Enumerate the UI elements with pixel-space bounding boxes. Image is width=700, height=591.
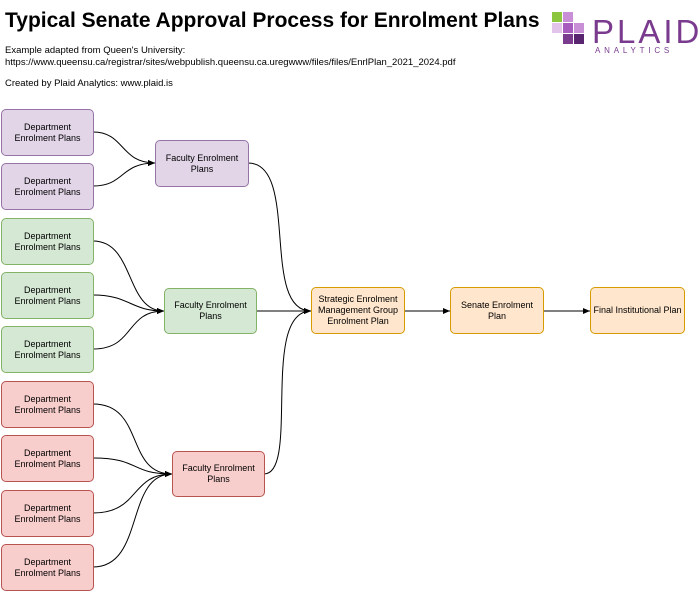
edge-dept-r2-faculty [92, 457, 173, 477]
department-plan-node: Department Enrolment Plans [1, 490, 94, 537]
node-label: Faculty Enrolment Plans [165, 152, 239, 174]
node-label: Department Enrolment Plans [14, 502, 81, 524]
edge-dept-p1-faculty [92, 131, 156, 166]
page-title: Typical Senate Approval Process for Enro… [5, 9, 540, 32]
node-label: Department Enrolment Plans [14, 556, 81, 578]
faculty-plan-node: Faculty Enrolment Plans [164, 288, 257, 334]
faculty-plan-node: Faculty Enrolment Plans [155, 140, 249, 187]
edge-dept-r1-faculty [92, 403, 173, 477]
edge-dept-g1-faculty [92, 240, 165, 314]
credit-line: Created by Plaid Analytics: www.plaid.is [5, 78, 173, 89]
edge-dept-g3-faculty [92, 308, 165, 350]
plaid-logo: PLAID ANALYTICS [552, 12, 699, 58]
logo-subtitle: ANALYTICS [595, 46, 674, 55]
node-label: Department Enrolment Plans [14, 284, 81, 306]
source-url[interactable]: https://www.queensu.ca/registrar/sites/w… [5, 57, 456, 68]
node-label: Faculty Enrolment Plans [174, 300, 247, 321]
department-plan-node: Department Enrolment Plans [1, 435, 94, 482]
edge-faculty-p-semg [247, 162, 312, 314]
strategic-enrolment-node: Strategic Enrolment Management Group Enr… [311, 287, 405, 334]
department-plan-node: Department Enrolment Plans [1, 381, 94, 428]
node-label: Strategic Enrolment Management Group Enr… [317, 294, 399, 326]
department-plan-node: Department Enrolment Plans [1, 109, 94, 156]
node-label: Faculty Enrolment Plans [182, 463, 255, 484]
department-plan-node: Department Enrolment Plans [1, 218, 94, 265]
department-plan-node: Department Enrolment Plans [1, 272, 94, 319]
node-label: Senate Enrolment Plan [460, 299, 534, 321]
department-plan-node: Department Enrolment Plans [1, 163, 94, 210]
node-label: Department Enrolment Plans [14, 175, 81, 197]
edge-dept-r3-faculty [92, 471, 173, 514]
edge-faculty-r-semg [263, 308, 312, 475]
plaid-logo-mark [552, 12, 585, 45]
faculty-plan-node: Faculty Enrolment Plans [172, 451, 265, 497]
node-label: Department Enrolment Plans [14, 121, 81, 143]
logo-wordmark: PLAID [592, 13, 700, 50]
node-label: Department Enrolment Plans [14, 393, 81, 415]
edge-dept-r4-faculty [92, 471, 173, 568]
node-label: Department Enrolment Plans [14, 338, 81, 360]
source-note: Example adapted from Queen's University: [5, 45, 186, 56]
department-plan-node: Department Enrolment Plans [1, 326, 94, 373]
edge-dept-g2-faculty [92, 294, 165, 314]
department-plan-node: Department Enrolment Plans [1, 544, 94, 591]
node-label: Final Institutional Plan [593, 305, 682, 315]
node-label: Department Enrolment Plans [14, 447, 81, 469]
final-plan-node: Final Institutional Plan [590, 287, 685, 334]
edge-dept-p2-faculty [92, 160, 156, 187]
senate-plan-node: Senate Enrolment Plan [450, 287, 544, 334]
node-label: Department Enrolment Plans [14, 230, 81, 252]
